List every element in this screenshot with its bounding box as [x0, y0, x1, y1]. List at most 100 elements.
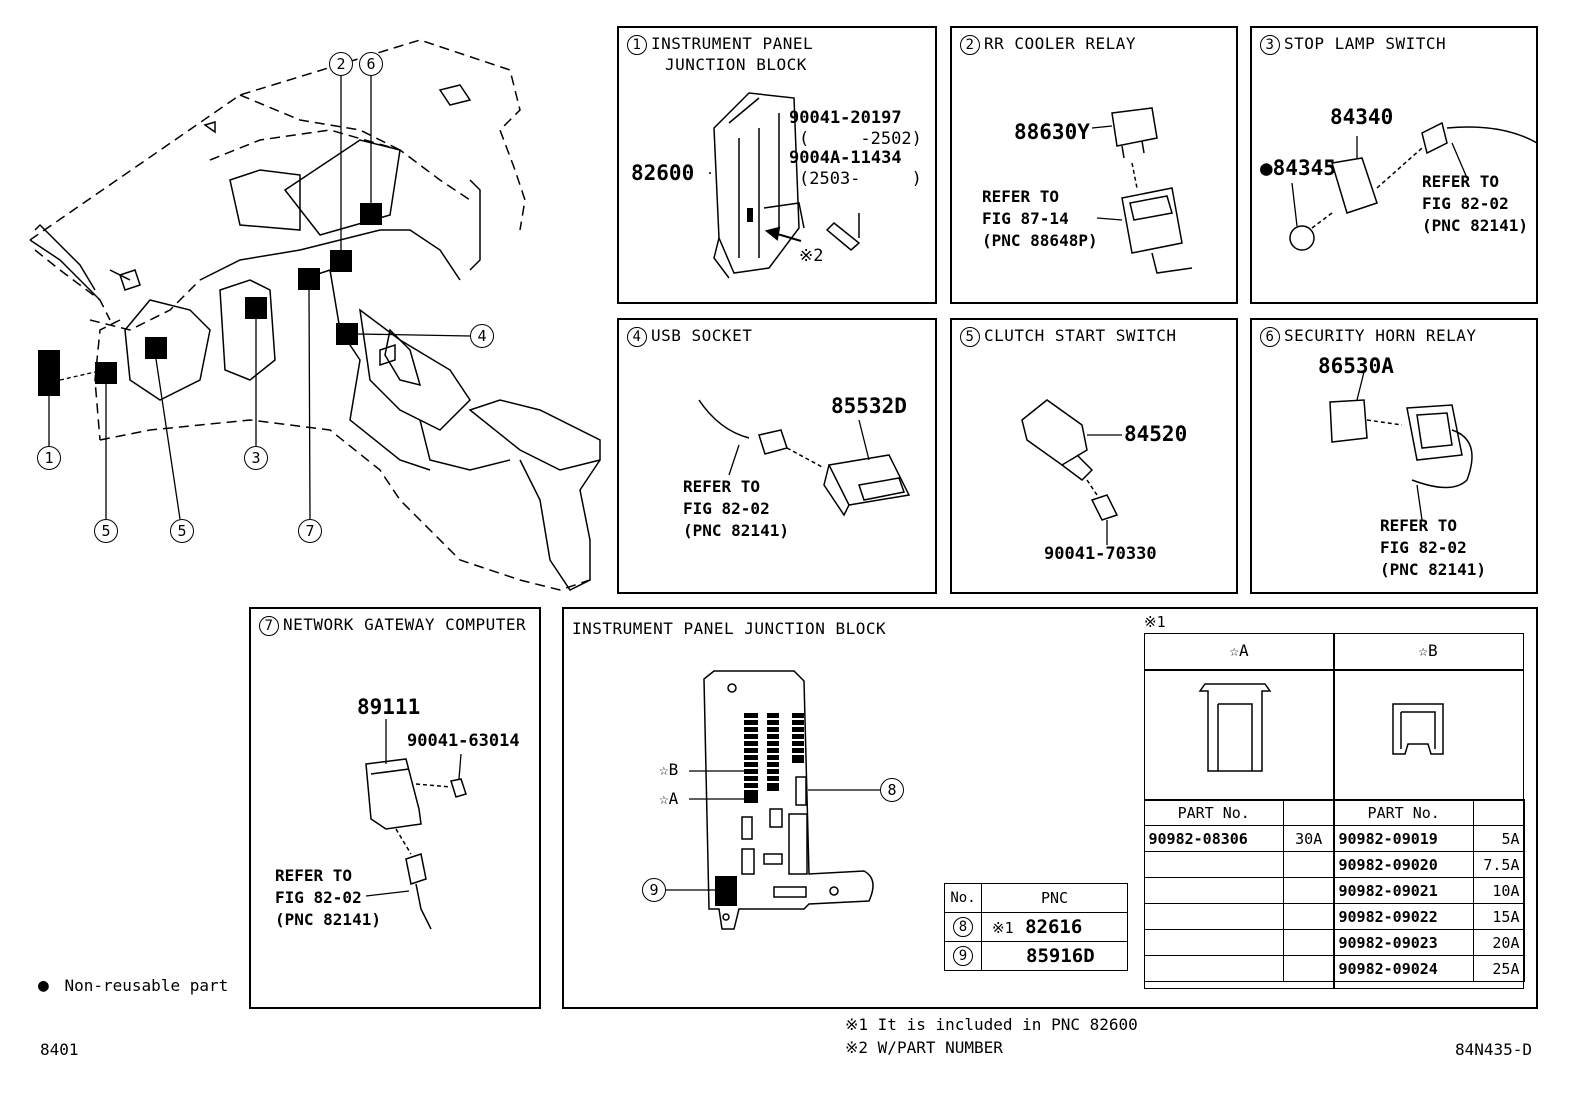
pnc-row-8-pnc[interactable]: ※1 82616 [981, 912, 1128, 942]
fuse-a-empty [1143, 929, 1284, 956]
fuse-table: ☆A ☆B PART No. PART No. 90 [1143, 633, 1525, 989]
fuse-part-table: PART No. PART No. 90982-08306 30A 90982-… [1143, 799, 1525, 982]
gateway-computer-drawing [365, 719, 467, 930]
fuse-a-empty [1282, 851, 1335, 878]
pnc-row-9-number: 9 [953, 946, 973, 967]
relay-drawing [1091, 107, 1193, 274]
junction-title: INSTRUMENT PANEL JUNCTION BLOCK [572, 619, 887, 638]
overview-callout-2[interactable]: 2 [329, 52, 353, 76]
pnc-table: No. PNC 8 ※1 82616 9 85916D [944, 883, 1128, 971]
part-90041-70330[interactable]: 90041-70330 [1044, 544, 1157, 564]
stop-lamp-switch-drawing [1289, 121, 1538, 251]
non-reusable-bullet: ● [38, 975, 49, 996]
fuse-table-rule [1145, 669, 1523, 671]
pnc-row-8-no: 8 [944, 912, 982, 942]
panel-2-number: 2 [960, 34, 980, 55]
part-84345[interactable]: ●84345 [1260, 156, 1336, 180]
fuse-a-amp-0: 30A [1282, 825, 1335, 852]
non-reusable-label: Non-reusable part [64, 976, 229, 995]
fuse-a-empty [1282, 955, 1335, 982]
part-84520[interactable]: 84520 [1124, 422, 1188, 446]
horn-relay-drawing [1329, 371, 1473, 521]
pnc-table-no-header: No. [944, 883, 982, 913]
part-85916d[interactable]: 85916D [981, 941, 1128, 971]
fuse-b-amp-4: 20A [1472, 929, 1525, 956]
fuse-b-amp-5: 25A [1472, 955, 1525, 982]
overview-callout-5b[interactable]: 5 [170, 519, 194, 543]
fuse-b-part-5[interactable]: 90982-09024 [1333, 955, 1474, 982]
panel-6-refer: REFER TO FIG 82-02 (PNC 82141) [1380, 516, 1486, 579]
dashboard-overview-drawing [29, 39, 601, 591]
fuse-head-a: ☆A [1229, 641, 1249, 660]
pnc-table-pnc-header: PNC [981, 883, 1128, 913]
fuse-a-part-0[interactable]: 90982-08306 [1143, 825, 1284, 852]
overview-callout-7[interactable]: 7 [298, 519, 322, 543]
star-b-label: ☆B [659, 760, 679, 779]
panel-6-number: 6 [1260, 326, 1280, 347]
overview-callout-1[interactable]: 1 [37, 446, 61, 470]
amp-header-b [1472, 799, 1525, 826]
fuse-b-part-4[interactable]: 90982-09023 [1333, 929, 1474, 956]
junction-callout-9[interactable]: 9 [642, 878, 666, 902]
pnc-row-9-no: 9 [944, 941, 982, 971]
note-2-mark: ※2 [799, 246, 824, 266]
panel-3-number: 3 [1260, 34, 1280, 55]
part-9004a-11434[interactable]: 9004A-11434 [789, 148, 902, 168]
fuse-a-empty [1143, 877, 1284, 904]
pnc-row-8-number: 8 [953, 917, 973, 938]
fuse-a-empty [1282, 903, 1335, 930]
junction-callout-8[interactable]: 8 [880, 778, 904, 802]
fuse-a-empty [1143, 851, 1284, 878]
overview-callout-3[interactable]: 3 [244, 446, 268, 470]
part-84340[interactable]: 84340 [1330, 105, 1394, 129]
junction-block-drawing [709, 92, 861, 279]
fuse-b-part-0[interactable]: 90982-09019 [1333, 825, 1474, 852]
overview-callout-4[interactable]: 4 [470, 324, 494, 348]
fuse-a-empty [1143, 903, 1284, 930]
overview-callout-6[interactable]: 6 [359, 52, 383, 76]
panel-7-refer: REFER TO FIG 82-02 (PNC 82141) [275, 866, 381, 929]
part-89111[interactable]: 89111 [357, 695, 421, 719]
figure-code: 84N435-D [1455, 1040, 1533, 1059]
pnc-row-8-mark: ※1 [992, 919, 1014, 937]
part-no-header-b: PART No. [1333, 799, 1474, 826]
part-90041-20197[interactable]: 90041-20197 [789, 108, 902, 128]
fuse-b-amp-1: 7.5A [1472, 851, 1525, 878]
page-code: 8401 [40, 1040, 79, 1059]
panel-5-number: 5 [960, 326, 980, 347]
part-86530a[interactable]: 86530A [1318, 354, 1394, 378]
part-82600[interactable]: 82600 [631, 161, 695, 185]
fuse-a-icon [1198, 683, 1272, 772]
fuse-b-part-3[interactable]: 90982-09022 [1333, 903, 1474, 930]
part-90041-63014[interactable]: 90041-63014 [407, 731, 520, 751]
non-reusable-bullet: ● [1260, 156, 1273, 180]
fuse-a-empty [1282, 877, 1335, 904]
overview-callout-5a[interactable]: 5 [94, 519, 118, 543]
fuse-b-part-2[interactable]: 90982-09021 [1333, 877, 1474, 904]
fuse-b-amp-3: 15A [1472, 903, 1525, 930]
fuse-head-b: ☆B [1418, 641, 1438, 660]
part-85532d[interactable]: 85532D [831, 394, 907, 418]
panel-4-number: 4 [627, 326, 647, 347]
panel-3-refer: REFER TO FIG 82-02 (PNC 82141) [1422, 172, 1528, 235]
part-88630y[interactable]: 88630Y [1014, 120, 1090, 144]
panel-2-refer: REFER TO FIG 87-14 (PNC 88648P) [982, 187, 1098, 250]
non-reusable-legend: ● Non-reusable part [38, 975, 228, 996]
footnote-1: ※1 It is included in PNC 82600 [845, 1015, 1138, 1034]
fuse-b-part-1[interactable]: 90982-09020 [1333, 851, 1474, 878]
fuse-b-amp-0: 5A [1472, 825, 1525, 852]
fuse-b-amp-2: 10A [1472, 877, 1525, 904]
panel-7-number: 7 [259, 615, 279, 636]
